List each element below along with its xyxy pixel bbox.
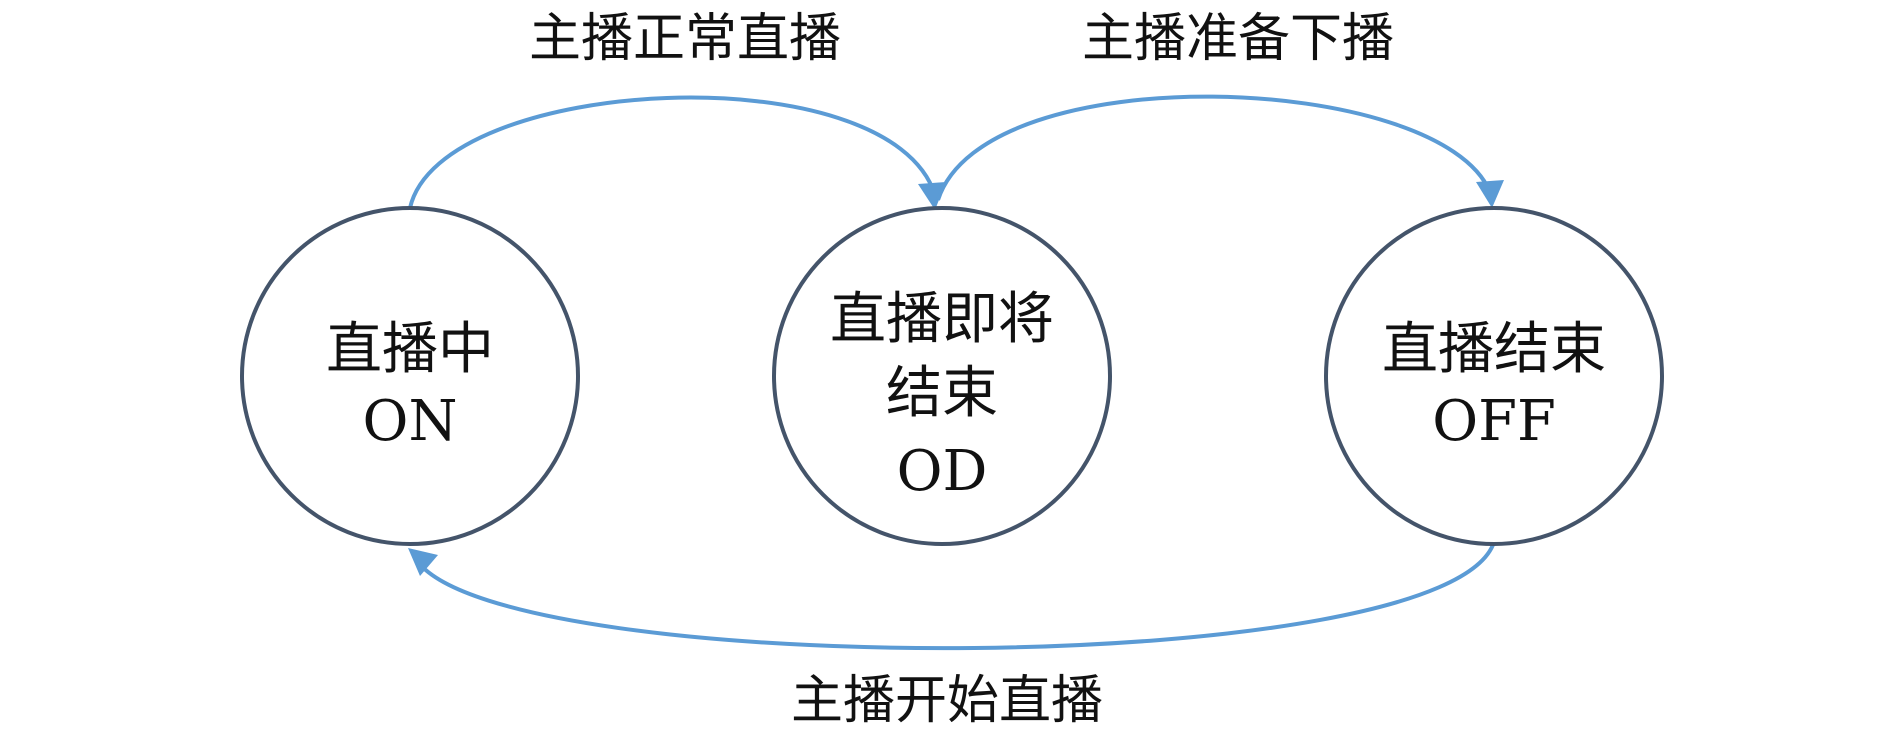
state-on-code: ON [363,389,458,454]
transition-label-off-to-on: 主播开始直播 [791,671,1103,731]
state-off-code: OFF [1432,389,1556,454]
transition-od-to-off: 主播准备下播 [936,9,1504,208]
state-od-code: OD [897,439,988,504]
transition-on-to-od: 主播正常直播 [408,9,946,210]
state-off: 直播结束 OFF [1324,206,1664,546]
arrow-off-to-on [416,541,1496,651]
state-off-circle [1324,206,1664,546]
arrowhead-off-to-on [408,548,438,576]
arrowhead-on-to-od [918,182,946,210]
arrow-od-to-off [936,94,1492,201]
state-od-name-line2: 结束 [886,361,998,426]
transition-off-to-on: 主播开始直播 [408,541,1496,731]
state-on: 直播中 ON [240,206,580,546]
state-on-name: 直播中 [326,317,494,382]
transition-label-od-to-off: 主播准备下播 [1082,9,1394,69]
arrowhead-od-to-off [1476,180,1504,208]
state-on-circle [240,206,580,546]
state-od: 直播即将 结束 OD [772,206,1112,546]
state-off-name: 直播结束 [1382,317,1606,382]
state-od-name-line1: 直播即将 [830,287,1054,352]
transition-label-on-to-od: 主播正常直播 [529,9,841,69]
arrow-on-to-od [408,95,937,209]
state-od-circle [772,206,1112,546]
